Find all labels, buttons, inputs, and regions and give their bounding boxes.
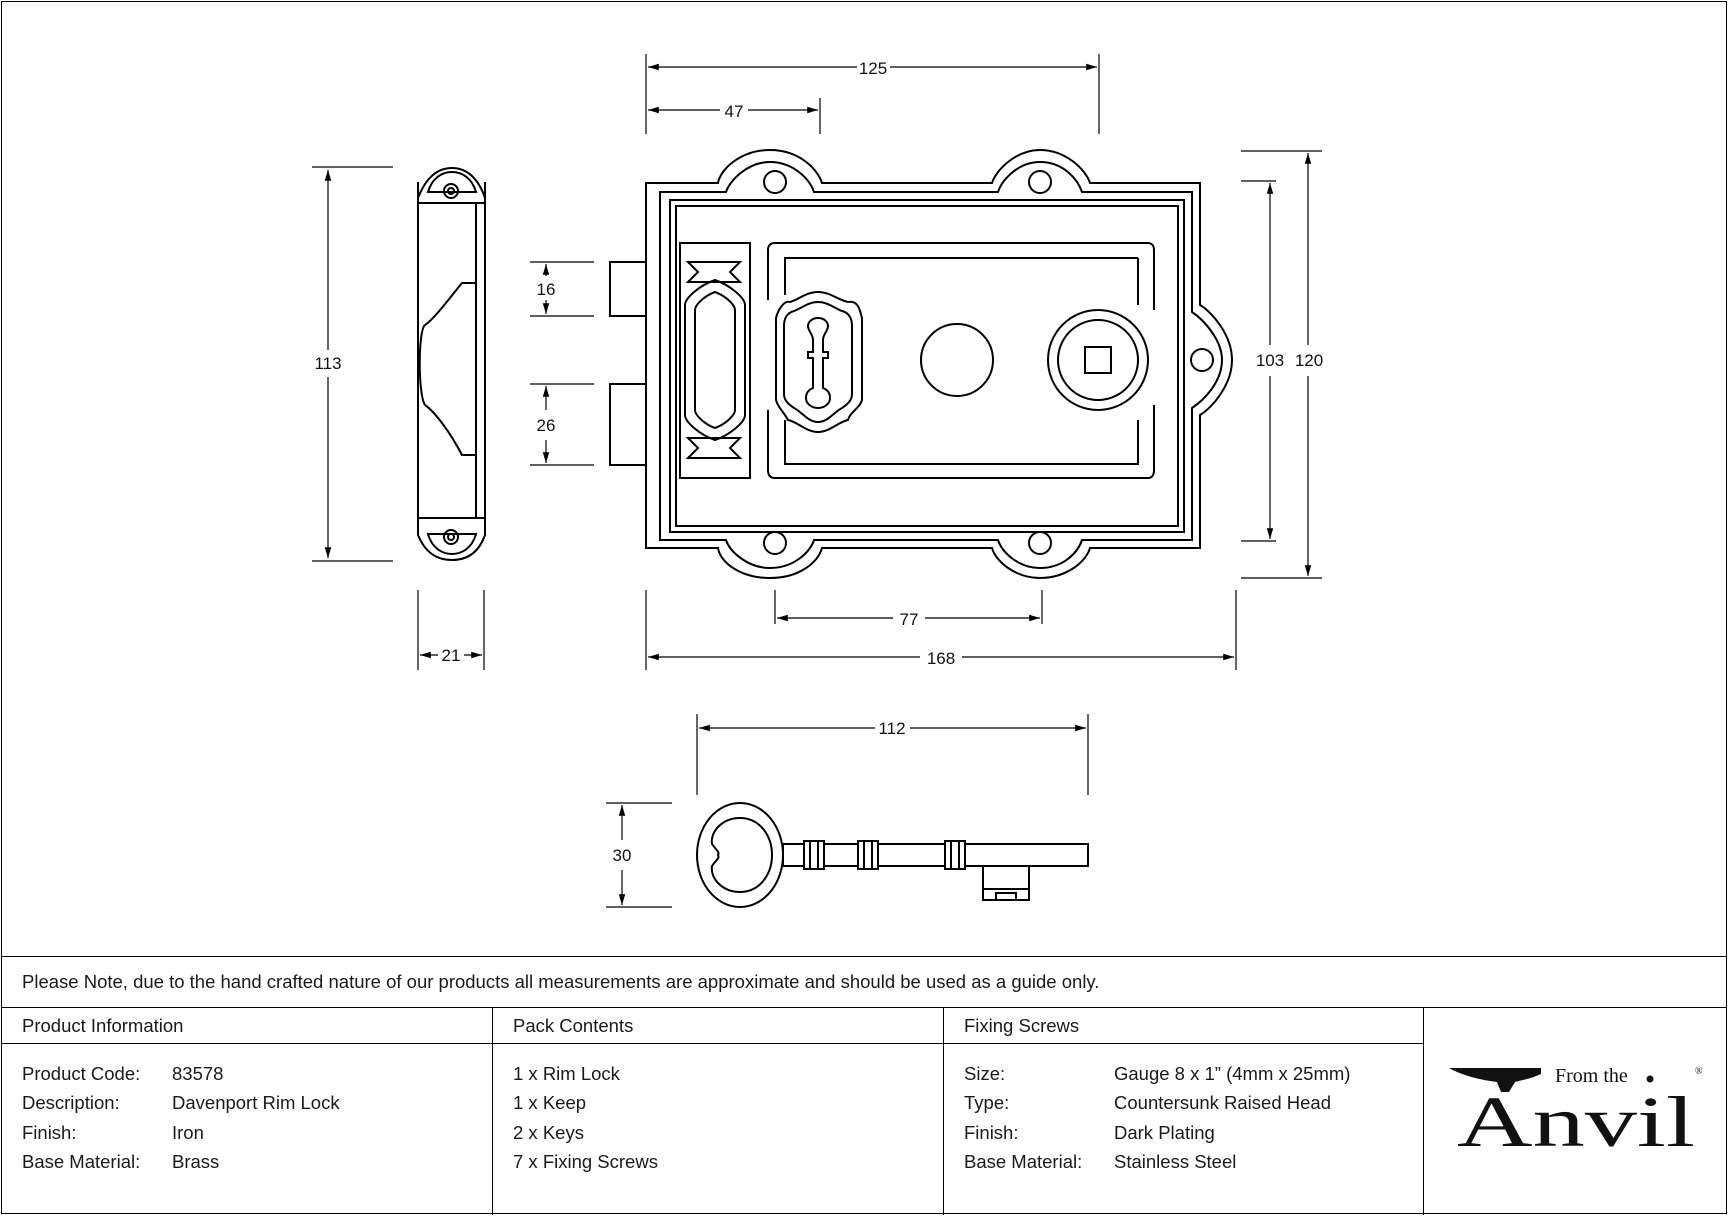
logo-big-text: Anvil [1457, 1082, 1695, 1160]
product-info-row: Description: Davenport Rim Lock [22, 1088, 340, 1117]
table-subheader-rule [1, 1043, 1423, 1044]
screw-row: Base Material: Stainless Steel [964, 1147, 1350, 1176]
rim-lock-drawing [609, 148, 1234, 580]
table-top-rule [1, 956, 1727, 957]
lock-dimensions [530, 54, 1322, 670]
dim-bolt-upper: 16 [537, 280, 556, 299]
product-information-heading: Product Information [22, 1015, 184, 1036]
table-header-rule [1, 1007, 1727, 1008]
dim-screw-spacing: 77 [900, 610, 919, 629]
table-divider-1 [492, 1007, 493, 1215]
fixing-screws-heading: Fixing Screws [964, 1015, 1080, 1036]
screw-material-value: Stainless Steel [1114, 1150, 1237, 1172]
pack-contents-heading: Pack Contents [513, 1015, 634, 1036]
screw-finish-label: Finish: [964, 1121, 1019, 1143]
latch-bolt [609, 261, 647, 317]
dim-overall-width: 168 [927, 649, 955, 668]
key-drawing [696, 802, 1089, 908]
product-info-row: Base Material: Brass [22, 1147, 340, 1176]
dim-keep-width: 21 [442, 646, 461, 665]
dim-plate-outer: 120 [1295, 351, 1323, 370]
keep-dimensions [312, 166, 485, 670]
product-info-row: Product Code: 83578 [22, 1059, 340, 1088]
dim-bolt-lower: 26 [537, 416, 556, 435]
product-code-value: 83578 [172, 1063, 224, 1084]
logo-small-text: From the [1555, 1065, 1628, 1087]
base-material-label: Base Material: [22, 1150, 141, 1172]
product-information-rows: Product Code: 83578 Description: Davenport… [22, 1059, 340, 1176]
table-divider-2 [943, 1007, 944, 1215]
base-material-value: Brass [172, 1150, 220, 1172]
measurement-note: Please Note, due to the hand crafted nat… [22, 971, 1100, 992]
pack-item: 7 x Fixing Screws [513, 1150, 658, 1172]
table-divider-3 [1423, 1007, 1424, 1215]
dim-case-width: 125 [859, 59, 887, 78]
product-info-row: Finish: Iron [22, 1118, 340, 1147]
pack-item: 2 x Keys [513, 1121, 584, 1143]
pack-item: 1 x Keep [513, 1092, 587, 1114]
from-the-anvil-logo: From the ® Anvil [1449, 1065, 1703, 1160]
pack-contents-list: 1 x Rim Lock 1 x Keep 2 x Keys 7 x Fixin… [513, 1059, 658, 1176]
screw-size-value: Gauge 8 x 1” (4mm x 25mm) [1114, 1063, 1351, 1084]
screw-size-label: Size: [964, 1063, 1006, 1084]
screw-row: Size: Gauge 8 x 1” (4mm x 25mm) [964, 1059, 1350, 1088]
keep-drawing [417, 166, 486, 562]
screw-finish-value: Dark Plating [1114, 1121, 1215, 1143]
screw-row: Type: Countersunk Raised Head [964, 1088, 1350, 1117]
dim-plate-inner: 103 [1256, 351, 1284, 370]
dim-keep-height: 113 [314, 354, 341, 373]
product-code-label: Product Code: [22, 1063, 141, 1084]
dim-key-length: 112 [878, 719, 905, 738]
description-value: Davenport Rim Lock [172, 1092, 340, 1114]
finish-label: Finish: [22, 1121, 77, 1143]
finish-value: Iron [172, 1121, 204, 1143]
anvil-icon [1449, 1068, 1541, 1092]
screw-row: Finish: Dark Plating [964, 1118, 1350, 1147]
dim-screw-offset: 47 [725, 102, 744, 121]
dead-bolt [609, 383, 647, 466]
fixing-screws-rows: Size: Gauge 8 x 1” (4mm x 25mm) Type: Coun… [964, 1059, 1350, 1176]
pack-item: 1 x Rim Lock [513, 1063, 620, 1084]
logo-registered-mark: ® [1695, 1066, 1703, 1077]
screw-material-label: Base Material: [964, 1150, 1083, 1172]
description-label: Description: [22, 1092, 120, 1114]
screw-type-value: Countersunk Raised Head [1114, 1092, 1331, 1114]
key-dimensions [606, 714, 1089, 908]
dim-key-height: 30 [613, 846, 632, 865]
screw-type-label: Type: [964, 1092, 1010, 1114]
technical-drawing: 113 21 [312, 54, 1323, 908]
